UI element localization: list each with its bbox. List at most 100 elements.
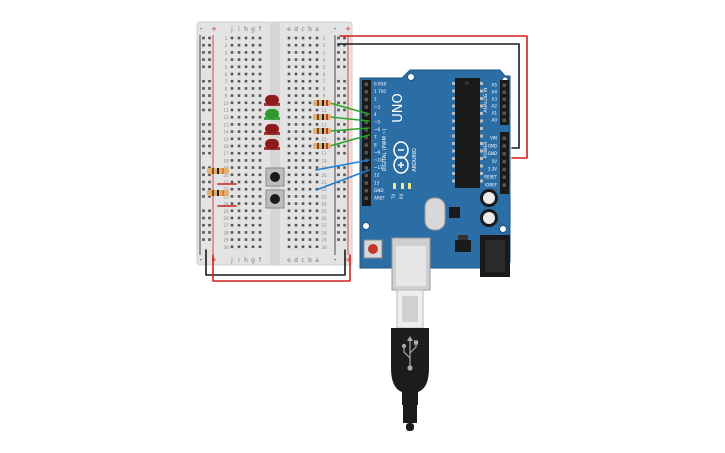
breadboard-hole	[315, 159, 319, 162]
rail-hole	[343, 151, 346, 155]
breadboard-hole	[251, 238, 255, 241]
reset-button-cap[interactable]	[368, 244, 378, 254]
push-button-1[interactable]	[265, 167, 285, 187]
row-number: 30	[223, 245, 229, 250]
digital-pin-socket[interactable]	[364, 97, 369, 102]
analog-pin-socket[interactable]	[502, 83, 507, 88]
breadboard-hole	[251, 108, 255, 112]
row-number: 3	[323, 50, 326, 55]
analog-pin-socket[interactable]	[502, 97, 507, 102]
breadboard-hole	[301, 180, 305, 184]
power-pin-socket[interactable]	[502, 175, 507, 180]
digital-pin-socket[interactable]	[364, 181, 369, 185]
breadboard-hole	[258, 238, 262, 241]
row-number: 26	[321, 216, 327, 221]
digital-pin-socket[interactable]	[364, 112, 369, 117]
usb-icon	[401, 336, 419, 371]
breadboard-hole	[315, 36, 319, 40]
breadboard-hole	[301, 216, 305, 220]
power-pin-label: 5V	[492, 159, 498, 164]
digital-pin-socket[interactable]	[364, 150, 369, 155]
breadboard-hole	[294, 87, 298, 90]
rail-minus-top-right: -	[334, 25, 337, 33]
breadboard-hole	[237, 72, 241, 76]
leds	[264, 95, 280, 150]
digital-pin-socket[interactable]	[364, 196, 369, 201]
column-letter: b	[308, 257, 312, 264]
breadboard-hole	[230, 72, 234, 76]
rail-hole	[208, 101, 211, 105]
digital-pin-socket[interactable]	[364, 90, 369, 94]
rail-hole	[343, 231, 346, 234]
power-pin-socket[interactable]	[502, 183, 507, 187]
breadboard-hole	[244, 173, 248, 177]
breadboard-hole	[251, 166, 255, 169]
breadboard-hole	[258, 223, 262, 227]
rail-hole	[208, 79, 211, 83]
breadboard-hole	[237, 130, 241, 133]
mount-hole-2	[499, 225, 507, 233]
breadboard-hole	[230, 94, 234, 97]
breadboard-hole	[287, 79, 291, 83]
breadboard-hole	[230, 202, 234, 205]
breadboard-hole	[251, 151, 255, 155]
analog-pin-socket[interactable]	[502, 104, 507, 109]
rail-hole	[337, 151, 340, 155]
breadboard-hole	[294, 173, 298, 177]
breadboard-hole	[230, 101, 234, 105]
breadboard-hole	[258, 79, 262, 83]
breadboard-hole	[315, 43, 319, 47]
breadboard-hole	[294, 180, 298, 184]
breadboard-hole	[230, 115, 234, 119]
chip-pin	[452, 119, 455, 123]
led-2	[264, 109, 280, 120]
resistor-3	[313, 128, 331, 134]
power-pin-socket[interactable]	[502, 136, 507, 141]
power-pin-socket[interactable]	[502, 167, 507, 172]
digital-pin-socket[interactable]	[364, 120, 369, 125]
rail-hole	[337, 58, 340, 61]
breadboard-hole	[294, 195, 298, 198]
power-pin-socket[interactable]	[502, 144, 507, 148]
rail-plus-top-right: +	[345, 25, 351, 33]
digital-pin-socket[interactable]	[364, 128, 369, 132]
analog-pin-socket[interactable]	[502, 111, 507, 116]
power-pin-socket[interactable]	[502, 152, 507, 156]
digital-pin-socket[interactable]	[364, 82, 369, 87]
row-number: 5	[323, 65, 326, 70]
column-letter: a	[315, 26, 319, 33]
analog-pin-socket[interactable]	[502, 90, 507, 95]
breadboard-hole	[258, 115, 262, 119]
breadboard-hole	[258, 65, 262, 69]
push-button-2[interactable]	[265, 189, 285, 209]
rail-minus-bottom-right: -	[334, 256, 337, 264]
digital-pin-socket[interactable]	[364, 166, 369, 170]
breadboard-hole	[294, 101, 298, 105]
breadboard-hole	[301, 195, 305, 198]
row-number: 27	[321, 223, 327, 228]
digital-pin-socket[interactable]	[364, 173, 369, 178]
power-pin-label: GND	[488, 151, 497, 156]
rail-hole	[337, 238, 340, 241]
breadboard-hole	[237, 87, 241, 90]
column-letter: j	[230, 26, 233, 33]
breadboard-hole	[308, 151, 312, 155]
digital-pin-socket[interactable]	[364, 135, 369, 140]
rail-hole	[202, 36, 205, 40]
breadboard-hole	[315, 137, 319, 141]
rail-hole	[343, 195, 346, 198]
digital-pin-socket[interactable]	[364, 105, 369, 109]
column-letter: d	[294, 26, 298, 33]
breadboard-hole	[308, 87, 312, 90]
rail-hole	[202, 43, 205, 47]
analog-pin-socket[interactable]	[502, 118, 507, 123]
digital-pin-socket[interactable]	[364, 188, 369, 193]
power-pin-socket[interactable]	[502, 159, 507, 164]
rail-hole	[202, 144, 205, 148]
rail-hole	[202, 130, 205, 133]
digital-pin-label: ~11	[374, 165, 383, 170]
column-letter: c	[301, 26, 304, 33]
breadboard-hole	[244, 187, 248, 191]
breadboard-hole	[258, 202, 262, 205]
digital-pin-socket[interactable]	[364, 143, 369, 147]
